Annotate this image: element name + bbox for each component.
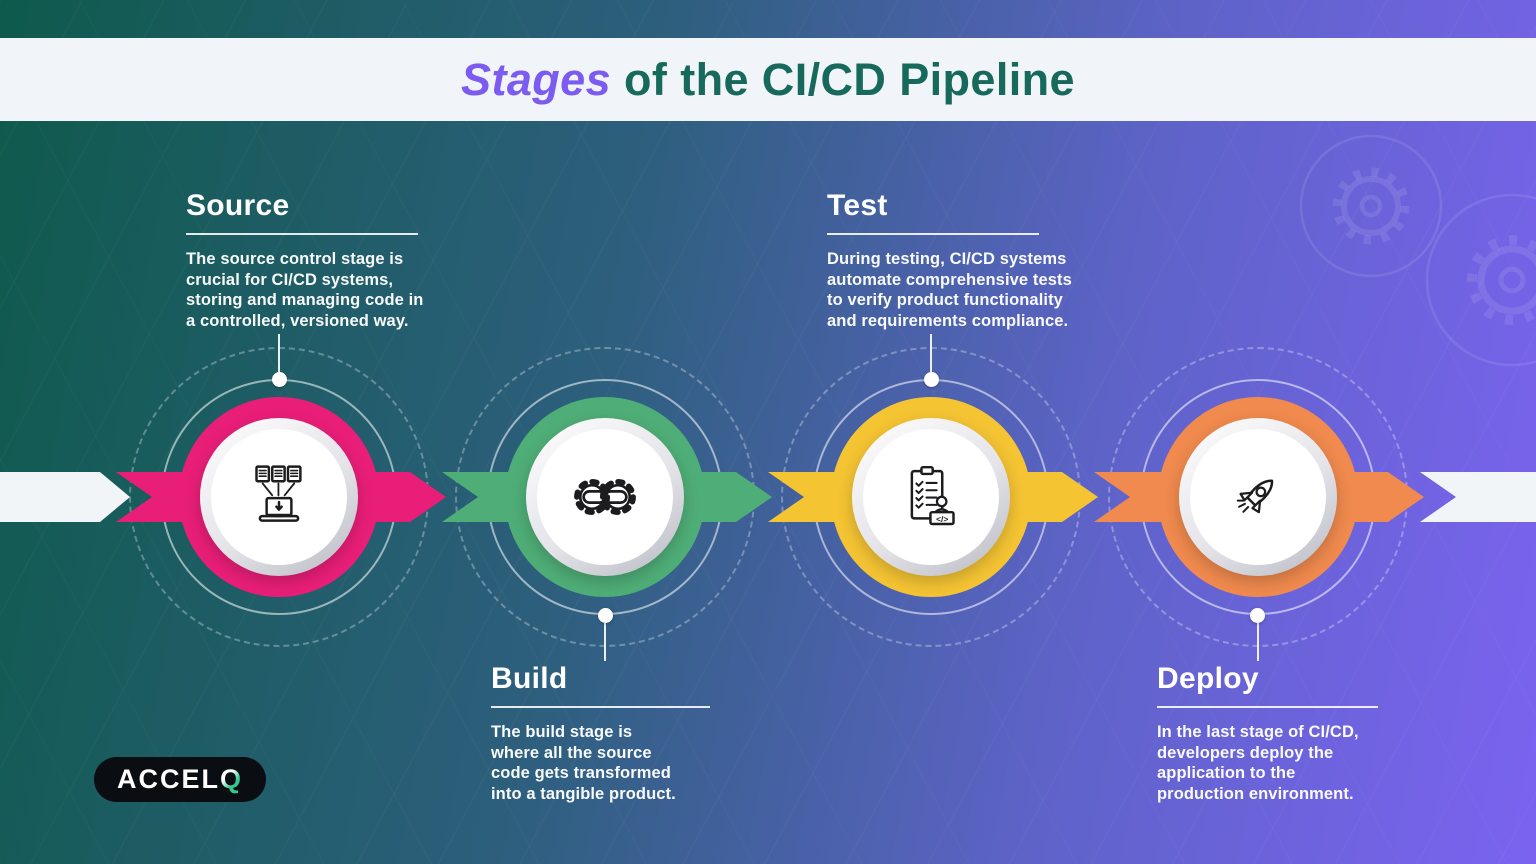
connector-line <box>604 623 606 661</box>
pipeline-end-band <box>1420 472 1536 522</box>
connector-dot <box>272 372 287 387</box>
circle-bevel <box>1179 418 1337 576</box>
stage-info-build: Build The build stage is where all the s… <box>491 662 791 804</box>
stage-circle-test: </> <box>831 397 1031 597</box>
connector-line <box>930 334 932 372</box>
stage-title: Build <box>491 662 568 695</box>
circle-face <box>211 429 347 565</box>
title-underline <box>491 706 710 708</box>
pipeline-start-arrow <box>0 472 130 522</box>
stage-title: Deploy <box>1157 662 1259 695</box>
connector-line <box>278 334 280 372</box>
connector-dot <box>1250 608 1265 623</box>
svg-text:</>: </> <box>936 514 948 524</box>
stage-info-deploy: Deploy In the last stage of CI/CD, devel… <box>1157 662 1457 804</box>
page-title-accent: Stages <box>461 53 612 105</box>
gears-watermark-icon <box>1299 134 1536 367</box>
accelq-logo-text: ACCEL <box>116 764 220 794</box>
stage-title: Test <box>827 189 888 222</box>
title-underline <box>1157 706 1378 708</box>
stage-info-test: Test During testing, CI/CD systems autom… <box>827 189 1127 331</box>
gears-chain-link-icon <box>574 479 636 515</box>
page-title-rest: of the CI/CD Pipeline <box>624 53 1075 105</box>
checklist-tester-icon: </> <box>910 465 955 526</box>
circle-bevel: </> <box>852 418 1010 576</box>
stage-circle-build <box>505 397 705 597</box>
connector-line <box>1257 623 1259 661</box>
stage-description: In the last stage of CI/CD, developers d… <box>1157 723 1359 803</box>
circle-face: </> <box>863 429 999 565</box>
title-underline <box>827 233 1039 235</box>
rocket-icon <box>1236 479 1274 514</box>
accelq-logo-q: Q <box>219 764 243 794</box>
stage-description: During testing, CI/CD systems automate c… <box>827 250 1072 330</box>
circle-face <box>1190 429 1326 565</box>
stage-info-source: Source The source control stage is cruci… <box>186 189 486 331</box>
stage-circle-source <box>179 397 379 597</box>
stage-circle-deploy <box>1158 397 1358 597</box>
circle-bevel <box>200 418 358 576</box>
title-underline <box>186 233 418 235</box>
source-control-laptop-icon <box>255 465 302 522</box>
circle-bevel <box>526 418 684 576</box>
stage-description: The build stage is where all the source … <box>491 723 676 803</box>
connector-dot <box>598 608 613 623</box>
stage-description: The source control stage is crucial for … <box>186 250 424 330</box>
circle-face <box>537 429 673 565</box>
connector-dot <box>924 372 939 387</box>
stage-title: Source <box>186 189 290 222</box>
